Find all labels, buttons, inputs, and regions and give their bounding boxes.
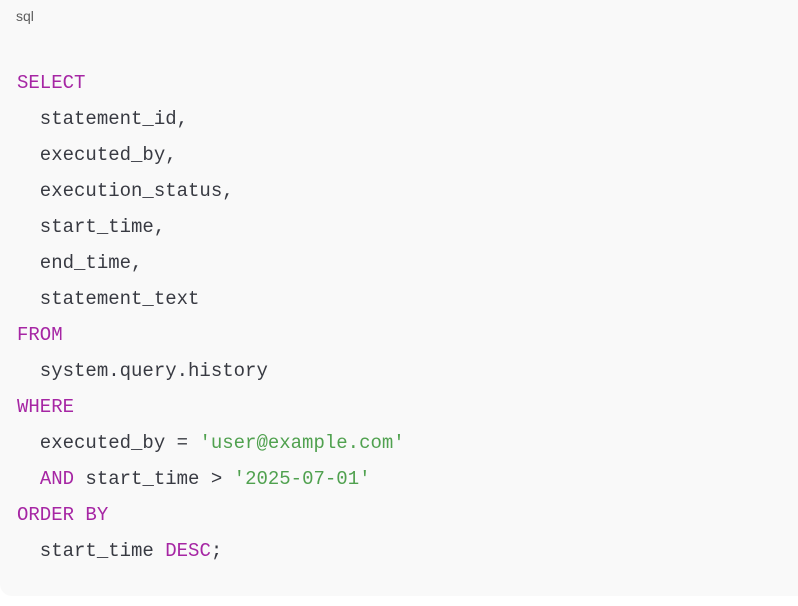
code-line: system.query.history — [17, 353, 405, 389]
sql-string: 'user@example.com' — [199, 432, 405, 454]
sql-text: end_time, — [17, 252, 143, 274]
sql-keyword: FROM — [17, 324, 63, 346]
code-line: ORDER BY — [17, 497, 405, 533]
code-line: AND start_time > '2025-07-01' — [17, 461, 405, 497]
sql-string: '2025-07-01' — [233, 468, 371, 490]
sql-text: statement_id, — [17, 108, 189, 130]
code-line: executed_by, — [17, 137, 405, 173]
code-line: SELECT — [17, 65, 405, 101]
code-line: FROM — [17, 317, 405, 353]
code-line: statement_id, — [17, 101, 405, 137]
sql-text: executed_by = — [17, 432, 200, 454]
sql-text: system.query.history — [17, 360, 268, 382]
sql-text: statement_text — [17, 288, 200, 310]
sql-text: ; — [210, 540, 223, 562]
code-line: execution_status, — [17, 173, 405, 209]
sql-text: start_time > — [74, 468, 234, 490]
code-line: end_time, — [17, 245, 405, 281]
sql-text: start_time — [17, 540, 166, 562]
code-language-label: sql — [16, 8, 34, 24]
sql-keyword: WHERE — [17, 396, 75, 418]
sql-keyword: DESC — [165, 540, 211, 562]
sql-text: execution_status, — [17, 180, 234, 202]
sql-keyword: ORDER BY — [17, 504, 109, 526]
sql-text: start_time, — [17, 216, 166, 238]
code-line: executed_by = 'user@example.com' — [17, 425, 405, 461]
sql-text: executed_by, — [17, 144, 177, 166]
sql-code: SELECT statement_id, executed_by, execut… — [17, 65, 405, 569]
code-line: start_time, — [17, 209, 405, 245]
code-line: WHERE — [17, 389, 405, 425]
sql-keyword: SELECT — [17, 72, 86, 94]
code-line: start_time DESC; — [17, 533, 405, 569]
code-line: statement_text — [17, 281, 405, 317]
sql-keyword: AND — [39, 468, 75, 490]
sql-text — [17, 468, 40, 490]
